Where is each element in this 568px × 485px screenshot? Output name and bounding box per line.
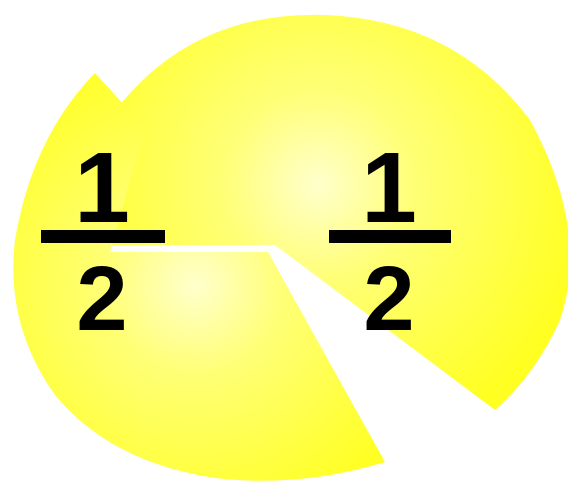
left-numerator: 1 [74, 132, 130, 244]
right-numerator: 1 [361, 132, 417, 244]
right-half-pie [95, 14, 568, 410]
left-half-pie [13, 73, 385, 481]
right-fraction: 1 2 [329, 132, 451, 350]
right-fraction-bar [329, 230, 451, 243]
right-denominator: 2 [363, 248, 414, 350]
left-denominator: 2 [76, 248, 127, 350]
left-fraction-bar [41, 230, 165, 243]
left-fraction: 1 2 [41, 132, 165, 350]
